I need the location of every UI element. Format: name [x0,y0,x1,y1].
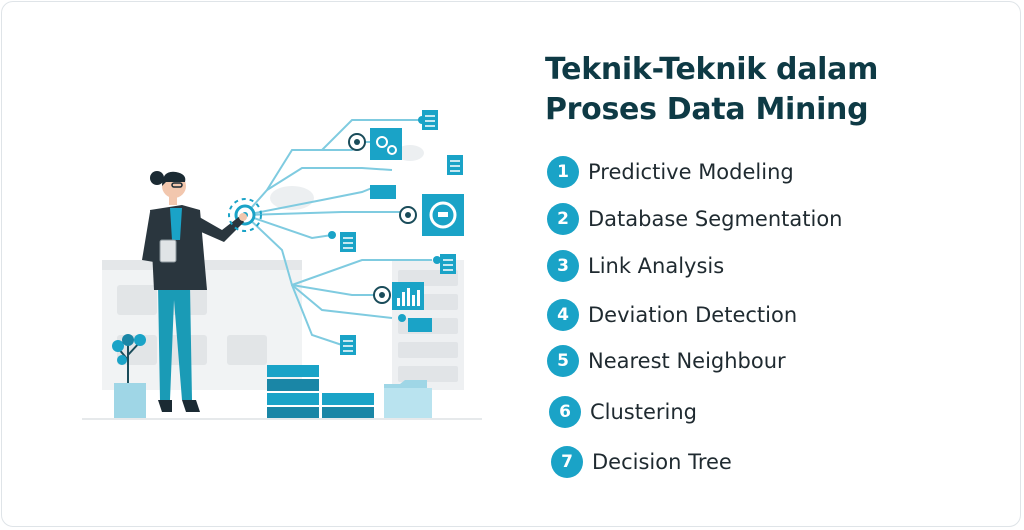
gear-icon [370,128,402,160]
woman-figure [142,171,247,412]
plant-icon [112,334,146,418]
document-lines [343,115,460,352]
database-stack-icon [267,365,374,419]
number-badge: 1 [547,156,579,188]
number-badge: 2 [547,203,579,235]
list-item-label: Nearest Neighbour [588,349,786,373]
list-item-label: Decision Tree [592,450,732,474]
network-lines [244,119,432,346]
list-item: 7 Decision Tree [551,445,732,479]
page-title: Teknik-Teknik dalam Proses Data Mining [545,50,985,130]
folder-icon [384,380,432,418]
title-line-2: Proses Data Mining [545,92,869,127]
number-badge: 5 [547,345,579,377]
list-item-label: Link Analysis [588,254,725,278]
list-item: 2 Database Segmentation [547,202,842,236]
document-icon [340,110,463,355]
list-item: 5 Nearest Neighbour [547,344,786,378]
list-item-label: Predictive Modeling [588,160,794,184]
list-item: 1 Predictive Modeling [547,155,794,189]
list-item: 6 Clustering [549,395,697,429]
list-item-label: Deviation Detection [588,303,798,327]
number-badge: 3 [547,250,579,282]
bar-chart-icon [392,282,424,310]
number-badge: 7 [551,446,583,478]
title-line-1: Teknik-Teknik dalam [545,52,879,87]
list-item: 4 Deviation Detection [547,298,797,332]
data-mining-illustration [82,110,482,420]
pointer-glow [228,198,262,232]
gauge-icon [422,194,464,236]
list-item: 3 Link Analysis [547,249,724,283]
list-item-label: Database Segmentation [588,207,843,231]
number-badge: 4 [547,299,579,331]
list-item-label: Clustering [590,400,698,424]
number-badge: 6 [549,396,581,428]
